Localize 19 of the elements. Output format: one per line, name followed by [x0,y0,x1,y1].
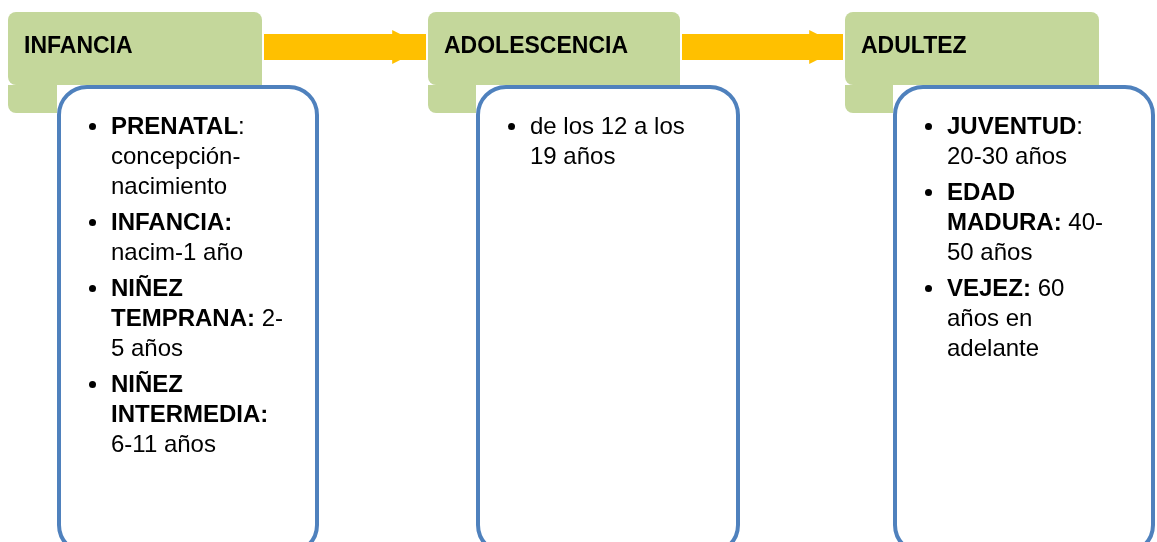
heading: ADOLESCENCIA [444,32,628,58]
content-panel [476,85,740,542]
arrow [682,30,843,64]
list-item: PRENATAL: concepción-nacimiento [111,111,246,201]
heading: INFANCIA [24,32,133,58]
list-item: EDAD MADURA: 40-50 años [947,177,1104,267]
header-box [8,12,262,85]
list-item: JUVENTUD: 20-30 años [947,111,1085,171]
list-item: NIÑEZ TEMPRANA: 2-5 años [111,273,284,363]
heading: ADULTEZ [861,32,967,58]
list-item: INFANCIA: nacim-1 año [111,207,245,267]
list-item: de los 12 a los 19 años [530,111,686,171]
header-box [845,12,1099,85]
content-panel [893,85,1155,542]
list-item: VEJEZ: 60 años en adelante [947,273,1066,363]
header-box [428,12,680,85]
arrow [264,30,426,64]
list-item: NIÑEZ INTERMEDIA: 6-11 años [111,369,270,459]
content-panel [57,85,319,542]
